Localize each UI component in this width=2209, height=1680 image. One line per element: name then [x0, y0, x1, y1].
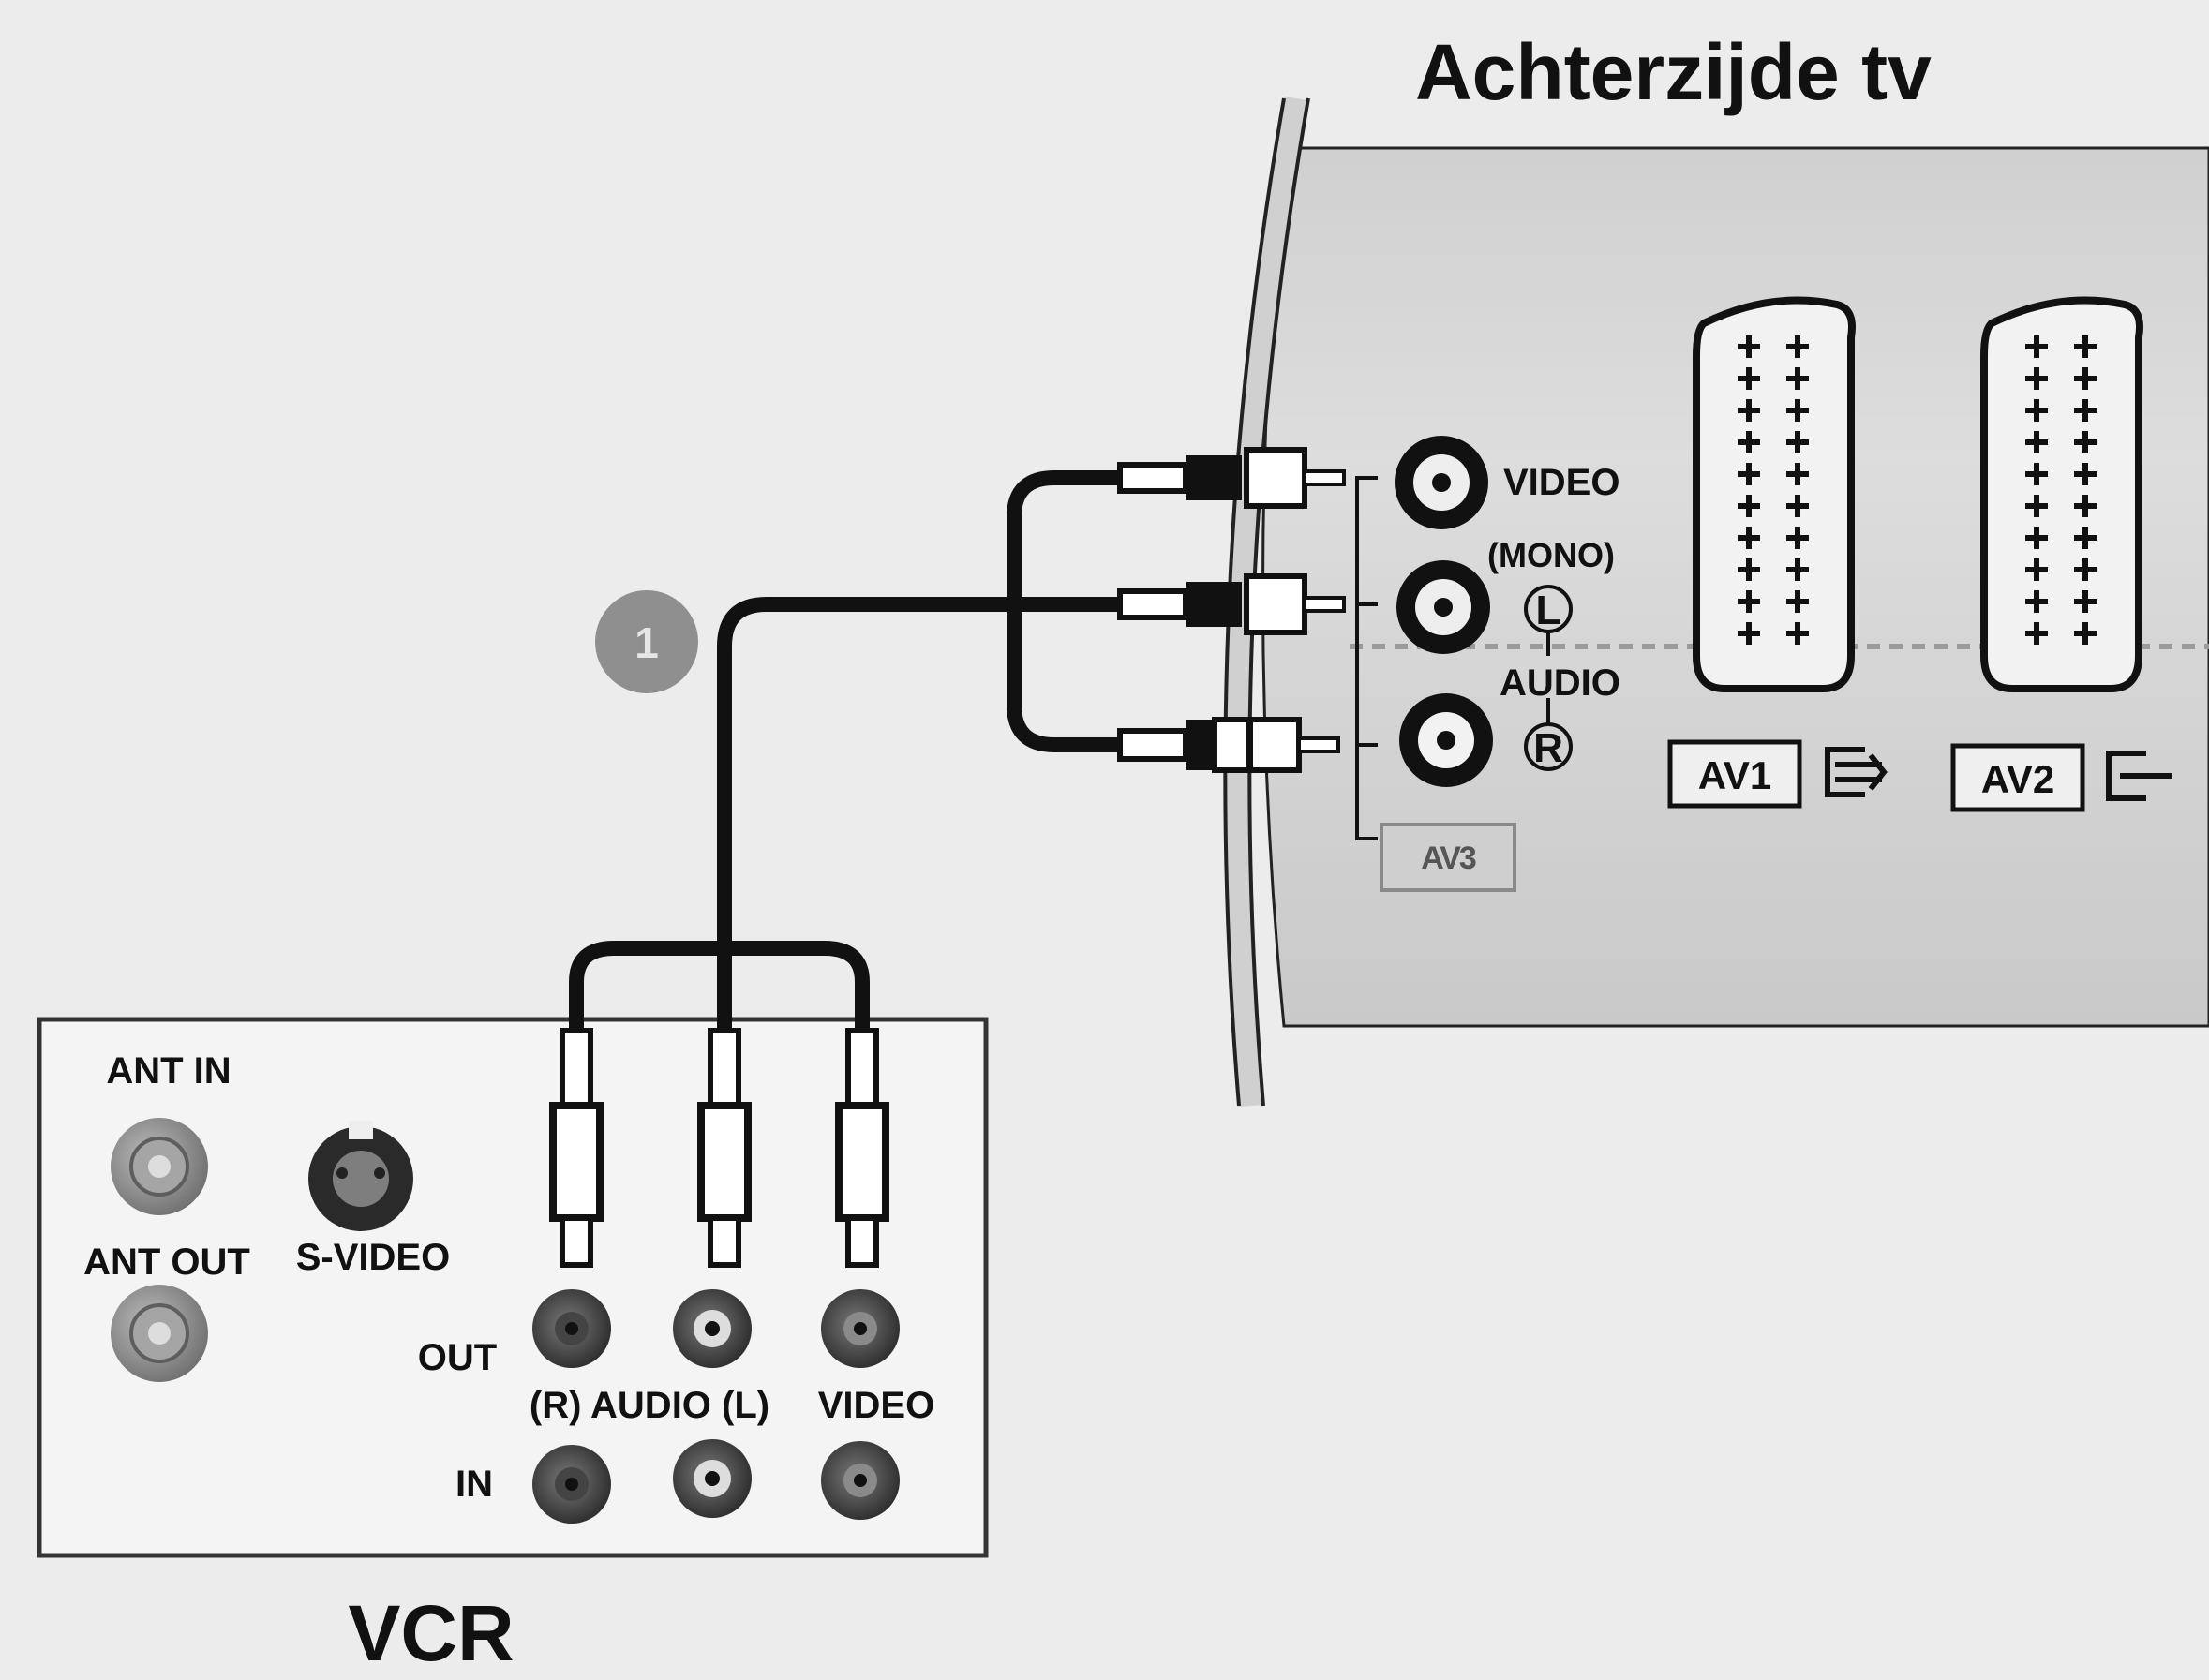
av3-label: AV3 [1421, 840, 1476, 876]
vcr-in-audio-l-jack [673, 1439, 752, 1518]
vcr-out-video-jack [821, 1289, 900, 1368]
vcr-plug-audio-r [553, 1031, 600, 1265]
vcr-plug-audio-l [701, 1031, 748, 1265]
vcr-ant-in-label: ANT IN [106, 1050, 231, 1092]
tv-audio-l-jack [1396, 560, 1490, 654]
scart-av1-connector [1696, 301, 1852, 690]
tv-video-label: VIDEO [1503, 462, 1619, 503]
tv-mono-label: (MONO) [1487, 536, 1615, 574]
vcr-svideo-label: S-VIDEO [296, 1237, 450, 1278]
tv-audio-label: AUDIO [1500, 662, 1620, 704]
av1-label: AV1 [1698, 753, 1772, 797]
vcr-ant-out-label: ANT OUT [83, 1241, 250, 1283]
vcr-in-video-jack [821, 1441, 900, 1520]
vcr-in-audio-r-jack [532, 1445, 611, 1524]
svg-text:R: R [1533, 725, 1563, 771]
tv-title: Achterzijde tv [1415, 28, 1932, 116]
vcr-video-label: VIDEO [818, 1385, 934, 1426]
step-badge: 1 [595, 590, 698, 693]
antenna-out-jack [111, 1285, 208, 1382]
vcr-out-audio-l-jack [673, 1289, 752, 1368]
vcr-audio-label: (R) AUDIO (L) [530, 1385, 769, 1426]
vcr-title: VCR [348, 1589, 514, 1675]
vcr-out-label: OUT [418, 1337, 497, 1378]
tv-video-jack [1395, 436, 1488, 529]
vcr-out-audio-r-jack [532, 1289, 611, 1368]
tv-audio-r-jack [1399, 693, 1493, 787]
svg-text:1: 1 [634, 618, 659, 667]
antenna-jack-icon [111, 1118, 208, 1215]
vcr-in-label: IN [455, 1464, 493, 1505]
vcr-plug-video [839, 1031, 886, 1265]
scart-av2-connector [1984, 301, 2140, 690]
av2-label: AV2 [1981, 757, 2055, 801]
rca-cable [576, 478, 1125, 1031]
svg-text:L: L [1536, 587, 1561, 633]
